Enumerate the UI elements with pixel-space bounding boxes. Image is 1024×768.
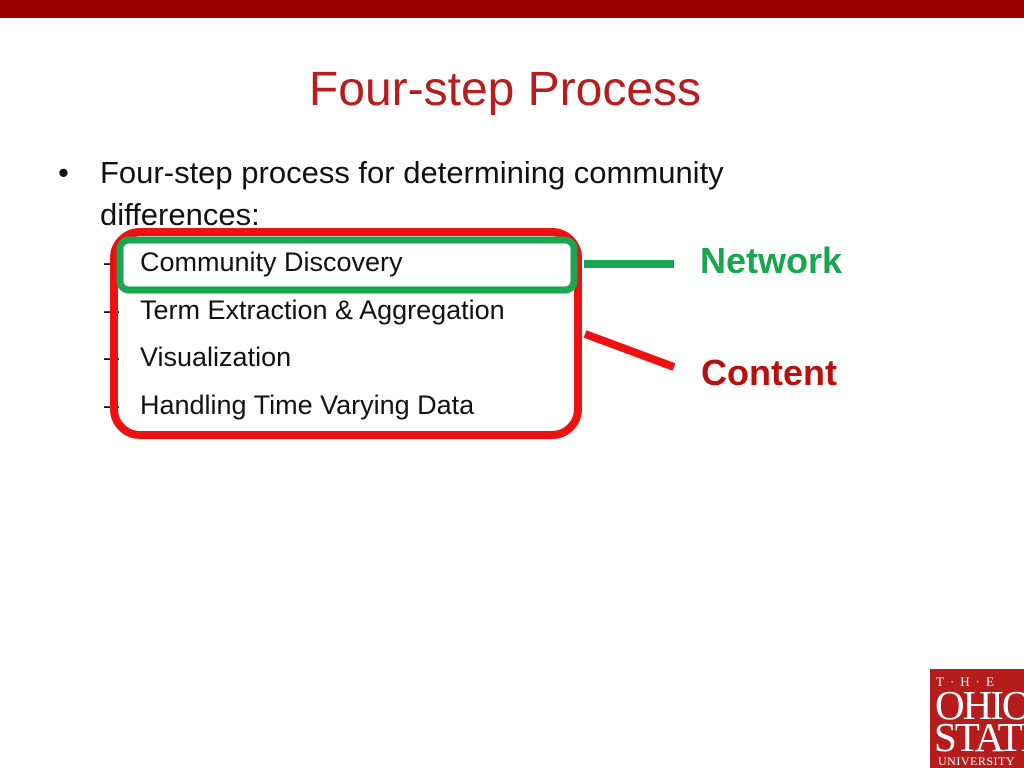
logo-ohio-text: OHIO <box>935 682 1024 728</box>
bullet-marker: • <box>58 155 69 190</box>
sub-item-label: Handling Time Varying Data <box>140 390 475 420</box>
logo-university-text: UNIVERSITY <box>938 754 1015 768</box>
logo-state-text: STATE <box>934 714 1024 760</box>
sub-item-label: Term Extraction & Aggregation <box>140 295 505 325</box>
sub-item-label: Visualization <box>140 342 292 372</box>
ohio-state-logo: T·H·E OHIO STATE UNIVERSITY <box>930 669 1024 768</box>
main-bullet-text: Four-step process for determining commun… <box>100 155 724 232</box>
network-label: Network <box>700 240 843 281</box>
top-accent-bar <box>0 0 1024 18</box>
logo-the-text: T·H·E <box>936 674 1000 689</box>
content-highlight-box <box>110 228 582 439</box>
content-connector-line <box>583 330 676 371</box>
sub-item-label: Community Discovery <box>140 247 403 277</box>
sub-item-time-varying-data: –Handling Time Varying Data <box>104 388 474 422</box>
content-label: Content <box>701 352 837 393</box>
network-highlight-box <box>116 236 578 294</box>
main-bullet: • Four-step process for determining comm… <box>58 152 818 236</box>
slide-title: Four-step Process <box>308 63 702 116</box>
